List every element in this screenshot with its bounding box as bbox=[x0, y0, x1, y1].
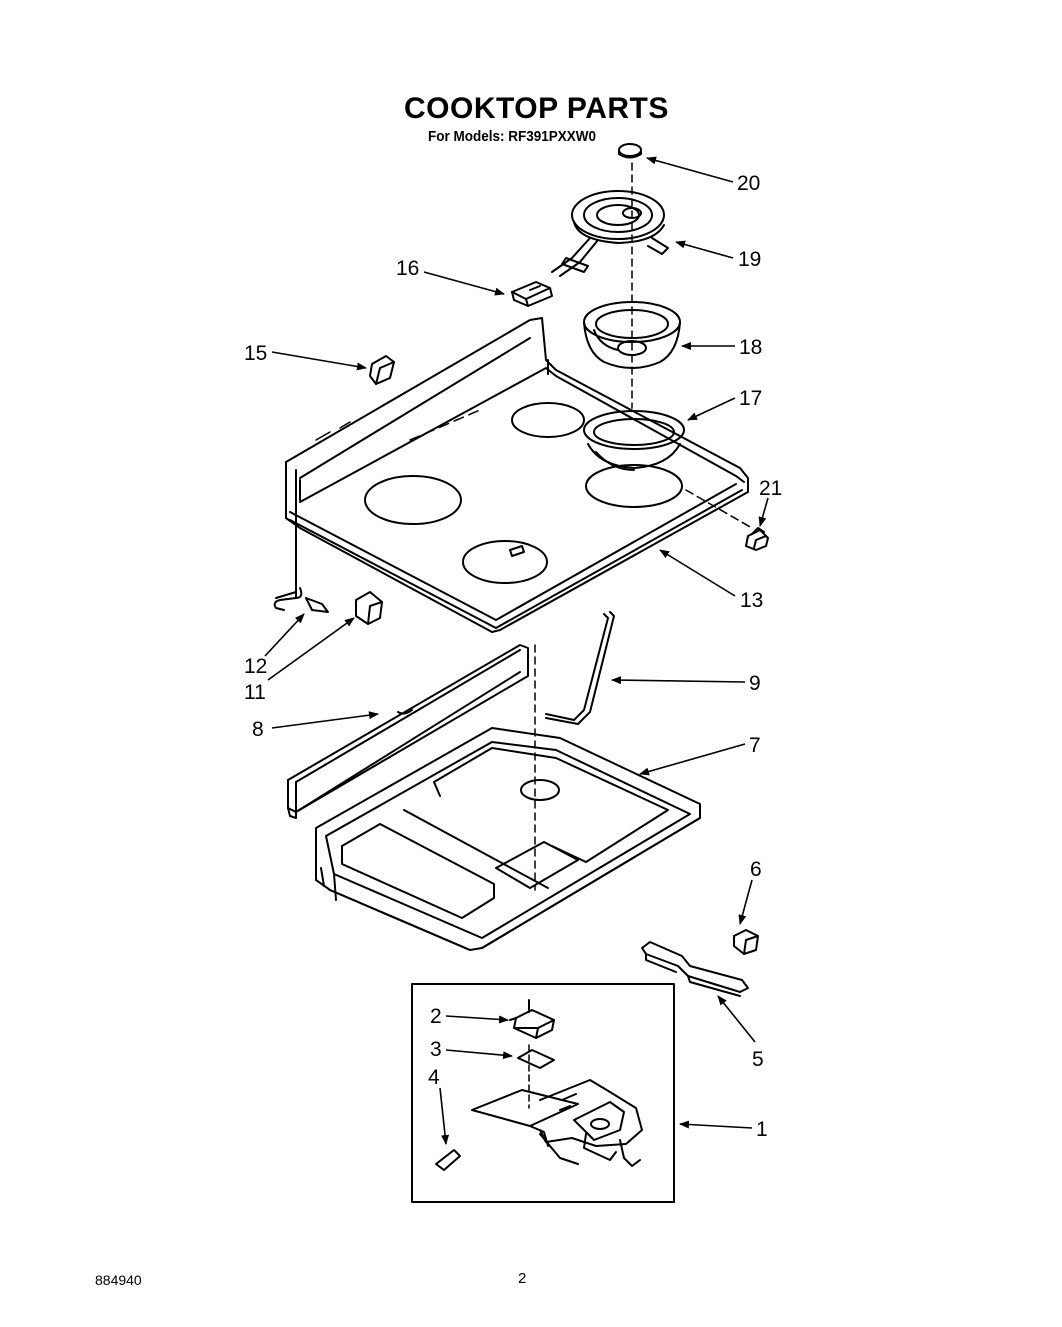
callout-19: 19 bbox=[738, 248, 761, 271]
callout-20: 20 bbox=[737, 172, 760, 195]
part-1-assembly-box bbox=[411, 983, 675, 1203]
part-9-rod bbox=[545, 611, 615, 725]
part-12-wire-terminal bbox=[273, 587, 329, 613]
callout-5: 5 bbox=[752, 1048, 764, 1071]
callout-18: 18 bbox=[739, 336, 762, 359]
part-15-clip bbox=[369, 355, 395, 385]
part-7-burner-box bbox=[315, 727, 701, 951]
callout-6: 6 bbox=[750, 858, 762, 881]
callout-1: 1 bbox=[756, 1118, 768, 1141]
part-18-drip-bowl bbox=[583, 301, 681, 369]
callout-12: 12 bbox=[244, 655, 267, 678]
callout-9: 9 bbox=[749, 672, 761, 695]
callout-4: 4 bbox=[428, 1066, 440, 1089]
callout-3: 3 bbox=[430, 1038, 442, 1061]
page-title: COOKTOP PARTS bbox=[404, 92, 669, 125]
part-19-surface-element bbox=[551, 190, 669, 277]
callout-7: 7 bbox=[749, 734, 761, 757]
callout-17: 17 bbox=[739, 387, 762, 410]
part-8-rear-panel bbox=[287, 644, 529, 819]
callout-13: 13 bbox=[740, 589, 763, 612]
part-2-switch bbox=[509, 999, 555, 1039]
callout-11: 11 bbox=[244, 681, 266, 704]
document-code: 884940 bbox=[95, 1272, 142, 1288]
part-1-control bbox=[471, 1079, 643, 1167]
part-13-cooktop bbox=[285, 317, 749, 633]
part-16-terminal-block bbox=[511, 281, 553, 307]
part-20-cap bbox=[618, 143, 642, 159]
part-6-clip bbox=[733, 929, 759, 955]
callout-2: 2 bbox=[430, 1005, 442, 1028]
part-5-bracket bbox=[641, 941, 749, 997]
page-number: 2 bbox=[518, 1270, 527, 1287]
callout-15: 15 bbox=[244, 342, 267, 365]
part-11-bushing bbox=[355, 591, 383, 625]
part-4-tab bbox=[435, 1149, 461, 1171]
part-3-plate bbox=[517, 1049, 555, 1069]
part-21-clip bbox=[745, 527, 769, 551]
callout-21: 21 bbox=[759, 477, 782, 500]
callout-16: 16 bbox=[396, 257, 419, 280]
callout-8: 8 bbox=[252, 718, 264, 741]
model-subtitle: For Models: RF391PXXW0 bbox=[428, 128, 597, 145]
